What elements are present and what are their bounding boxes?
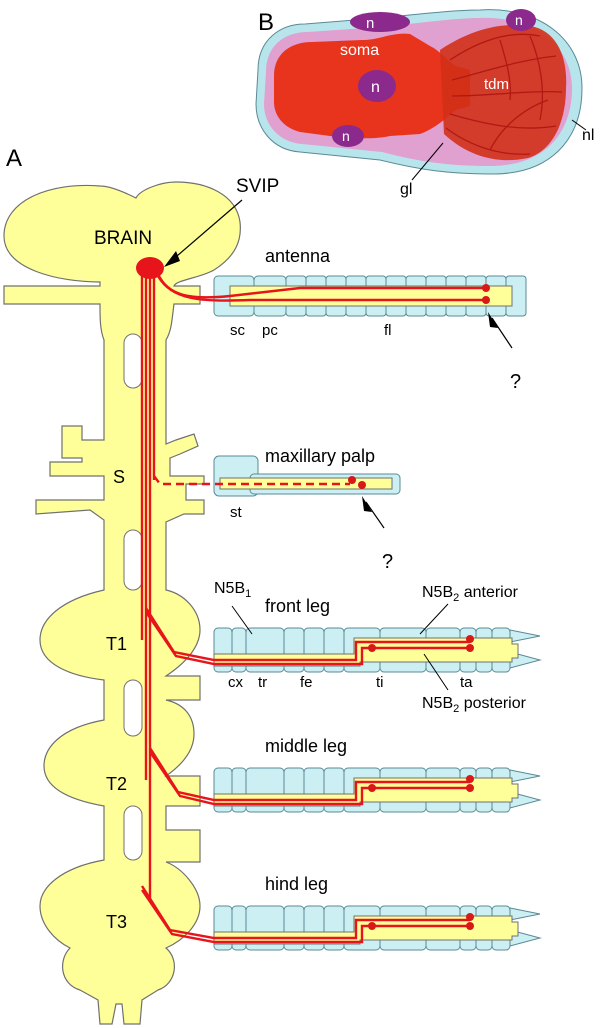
ganglion-t1-label: T1 — [106, 634, 127, 654]
nucleus-bottom-left — [332, 125, 364, 147]
n5b1-leader — [231, 605, 253, 635]
antenna-neuron-dot — [482, 284, 490, 292]
middle-leg-neuron-dot — [368, 784, 376, 792]
panel-b: B soma n n n n tdm gl nl — [255, 9, 594, 198]
hind-leg — [213, 905, 542, 951]
nucleus-label-center: n — [371, 79, 380, 96]
antenna-seg-fl: fl — [384, 322, 392, 339]
n5b1-sub: 1 — [245, 588, 251, 600]
middle-leg-nerve-posterior — [149, 751, 470, 806]
front-leg-neuron-dot — [466, 644, 474, 652]
leg-claw-upper — [509, 769, 541, 783]
front-leg-nerve-posterior — [145, 611, 470, 666]
front-leg-neuron-dot — [466, 635, 474, 643]
nucleus-label-top: n — [366, 15, 374, 32]
leg-seg-tr: tr — [258, 674, 267, 691]
hind-leg-title: hind leg — [265, 874, 328, 894]
hind-leg-neuron-dot — [466, 913, 474, 921]
nucleus-top — [350, 12, 410, 32]
svip-neuron-cluster — [136, 257, 164, 279]
leg-seg-cx: cx — [228, 674, 244, 691]
n5b2-ant-sub: 2 — [453, 592, 459, 604]
front-leg-title: front leg — [265, 596, 330, 616]
n5b1-main: N5B — [214, 580, 245, 597]
nucleus-label-top-right: n — [515, 12, 523, 28]
svip-arrow-head — [164, 251, 180, 267]
nucleus-center — [358, 70, 396, 102]
cns-body — [3, 181, 241, 1025]
connective-holes — [123, 333, 143, 861]
antenna-question-arrow — [491, 317, 513, 349]
svip-label: SVIP — [236, 176, 279, 197]
n5b2-ant-word: anterior — [459, 584, 518, 601]
palp-question-arrowhead — [362, 496, 372, 512]
palp-seg-st: st — [230, 504, 243, 521]
antenna-title: antenna — [265, 246, 331, 266]
middle-leg-neuron-dot — [466, 784, 474, 792]
leg-seg-fe: fe — [300, 674, 313, 691]
antenna-neuron-dot — [482, 296, 490, 304]
svip-arrow-line — [169, 199, 243, 263]
palp-question-arrow — [365, 501, 385, 529]
n5b2-ant-main: N5B — [422, 584, 453, 601]
antenna-question-arrowhead — [488, 312, 498, 328]
antenna-seg-pc: pc — [262, 322, 278, 339]
panel-a: A BRAIN SVIP S T1 T2 — [3, 145, 542, 1025]
palp-nerve — [153, 475, 350, 486]
leg-seg-ta: ta — [460, 674, 473, 691]
hind-leg-neuron-dot — [466, 922, 474, 930]
leg-seg-ti: ti — [376, 674, 384, 691]
n5b2-posterior-label: N5B2 posterior — [422, 695, 527, 715]
leg-claw-upper — [509, 629, 541, 643]
antenna — [213, 275, 527, 317]
antenna-question: ? — [510, 371, 521, 393]
antenna-seg-sc: sc — [230, 322, 246, 339]
brain-label: BRAIN — [94, 228, 152, 249]
ganglion-t3-label: T3 — [106, 912, 127, 932]
soma-label: soma — [340, 42, 379, 59]
palp-neuron-dot — [348, 476, 356, 484]
panel-b-letter: B — [258, 9, 274, 36]
n5b2-post-word: posterior — [459, 695, 526, 712]
palp-question: ? — [382, 551, 393, 573]
nl-leader — [571, 119, 587, 131]
gl-label: gl — [400, 181, 412, 198]
n5b2-post-main: N5B — [422, 695, 453, 712]
nucleus-label-bottom-left: n — [342, 128, 350, 144]
palp-neuron-dot — [358, 481, 366, 489]
front-leg — [213, 627, 542, 673]
n5b2-post-sub: 2 — [453, 703, 459, 715]
nucleus-top-right — [506, 9, 536, 31]
middle-leg-title: middle leg — [265, 736, 347, 756]
middle-leg-neuron-dot — [466, 775, 474, 783]
antenna-nerve-lower — [156, 275, 486, 302]
hind-leg-nerve-posterior — [141, 889, 470, 944]
tdm-branches — [445, 33, 563, 155]
front-leg-neuron-dot — [368, 644, 376, 652]
hind-leg-neuron-dot — [368, 922, 376, 930]
nl-label: nl — [582, 127, 594, 144]
gl-leader — [411, 142, 444, 181]
n5b2-posterior-leader — [423, 653, 449, 691]
n5b1-label: N5B1 — [214, 580, 251, 600]
palp-title: maxillary palp — [265, 446, 375, 466]
tdm-label: tdm — [484, 76, 509, 93]
nerve-tracts — [140, 272, 490, 944]
ganglion-t2-label: T2 — [106, 774, 127, 794]
n5b2-anterior-label: N5B2 anterior — [422, 584, 519, 604]
panel-a-letter: A — [6, 145, 22, 172]
ganglion-s-label: S — [113, 467, 125, 487]
leg-claw-upper — [509, 907, 541, 921]
n5b2-anterior-leader — [419, 603, 449, 635]
middle-leg — [213, 767, 542, 813]
